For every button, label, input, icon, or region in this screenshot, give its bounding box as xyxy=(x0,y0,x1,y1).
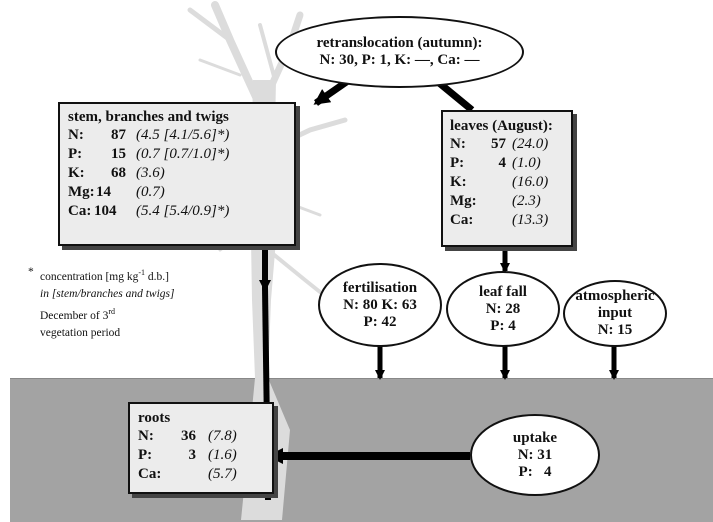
footnote-line-3: December of 3rd xyxy=(40,303,240,325)
roots-row: Ca: (5.7) xyxy=(138,465,272,484)
element-label: P: xyxy=(68,146,83,162)
amount: 14 xyxy=(96,184,111,200)
atmospheric-input-ellipse: atmospheric input N: 15 xyxy=(563,280,667,347)
stem-box: stem, branches and twigs N: 87 (4.5 [4.1/5… xyxy=(58,102,296,246)
amount: 36 xyxy=(181,428,196,444)
concentration: (7.8) xyxy=(208,428,237,444)
amount xyxy=(168,465,196,484)
atmospheric-line-1: N: 15 xyxy=(597,322,633,338)
leaf-fall-line-1: N: 28 xyxy=(485,300,521,317)
element-label: Mg: xyxy=(450,193,477,209)
concentration: (16.0) xyxy=(512,174,549,190)
stem-row: P: 15 (0.7 [0.7/1.0]*) xyxy=(68,145,294,164)
footnote-line-4: vegetation period xyxy=(40,326,121,339)
amount: 68 xyxy=(111,165,126,181)
concentration: (4.5 [4.1/5.6]*) xyxy=(136,127,230,143)
uptake-line-2: P: 4 xyxy=(518,463,552,480)
uptake-title: uptake xyxy=(512,429,558,446)
leaves-row: K: (16.0) xyxy=(450,173,571,192)
element-label: P: xyxy=(450,155,465,171)
leaves-row: P: 4 (1.0) xyxy=(450,154,571,173)
footnote-line-2: in [stem/branches and twigs] xyxy=(40,287,175,300)
footnote-superscript: rd xyxy=(108,306,115,316)
amount xyxy=(480,173,506,192)
concentration: (1.0) xyxy=(512,155,541,171)
element-label: Ca: xyxy=(450,212,474,228)
footnote-text: December of 3 xyxy=(40,309,109,322)
stem-row: K: 68 (3.6) xyxy=(68,164,294,183)
footnote-line-1: concentration [mg kg-1 d.b.] xyxy=(40,264,240,286)
concentration: (3.6) xyxy=(136,165,165,181)
element-label: N: xyxy=(68,127,84,143)
concentration: (24.0) xyxy=(512,136,549,152)
amount: 104 xyxy=(94,203,117,219)
stem-row: Mg:14 (0.7) xyxy=(68,183,294,202)
element-label: P: xyxy=(138,447,153,463)
roots-row: P: 3 (1.6) xyxy=(138,446,272,465)
amount xyxy=(480,192,506,211)
leaf-fall-title: leaf fall xyxy=(479,283,527,300)
footnote-superscript: -1 xyxy=(138,268,146,277)
footnote-text: concentration [mg kg xyxy=(40,270,139,283)
element-label: N: xyxy=(138,428,154,444)
fertilisation-ellipse: fertilisation N: 80 K: 63 P: 42 xyxy=(318,263,442,347)
retranslocation-values: N: 30, P: 1, K: —, Ca: — xyxy=(319,52,480,68)
concentration: (1.6) xyxy=(208,447,237,463)
stem-title: stem, branches and twigs xyxy=(68,109,229,125)
leaves-row: Mg: (2.3) xyxy=(450,192,571,211)
element-label: Mg: xyxy=(68,184,95,200)
leaves-title: leaves (August): xyxy=(450,118,553,134)
concentration: (2.3) xyxy=(512,193,541,209)
concentration: (0.7) xyxy=(136,184,165,200)
arrow-leaves-to-retranslocation xyxy=(435,79,475,113)
element-label: K: xyxy=(68,165,85,181)
fertilisation-line-1: N: 80 K: 63 xyxy=(343,296,417,313)
leaf-fall-line-2: P: 4 xyxy=(490,317,516,334)
uptake-line-1: N: 31 xyxy=(517,446,553,463)
roots-box: roots N: 36 (7.8) P: 3 (1.6) Ca: (5.7) xyxy=(128,402,274,494)
element-label: Ca: xyxy=(68,203,92,219)
stem-row: Ca:104 (5.4 [5.4/0.9]*) xyxy=(68,202,294,221)
amount xyxy=(480,211,506,230)
amount: 87 xyxy=(111,127,126,143)
atmospheric-title-2: input xyxy=(597,305,633,321)
amount: 3 xyxy=(188,447,197,463)
element-label: N: xyxy=(450,136,466,152)
concentration: (5.7) xyxy=(208,466,237,482)
element-label: K: xyxy=(450,174,467,190)
footnote-text: d.b.] xyxy=(145,270,169,283)
fertilisation-line-2: P: 42 xyxy=(363,313,397,330)
concentration: (5.4 [5.4/0.9]*) xyxy=(136,203,230,219)
leaf-fall-ellipse: leaf fall N: 28 P: 4 xyxy=(446,271,560,347)
leaves-row: N: 57 (24.0) xyxy=(450,135,571,154)
footnote-marker: * xyxy=(28,266,34,278)
retranslocation-ellipse: retranslocation (autumn): N: 30, P: 1, K… xyxy=(275,16,524,88)
stem-row: N: 87 (4.5 [4.1/5.6]*) xyxy=(68,126,294,145)
amount: 57 xyxy=(491,136,506,152)
element-label: Ca: xyxy=(138,466,162,482)
leaves-row: Ca: (13.3) xyxy=(450,211,571,230)
concentration: (0.7 [0.7/1.0]*) xyxy=(136,146,230,162)
atmospheric-title-1: atmospheric xyxy=(575,288,655,304)
amount: 4 xyxy=(498,155,507,171)
amount: 15 xyxy=(111,146,126,162)
uptake-ellipse: uptake N: 31 P: 4 xyxy=(470,414,600,496)
footnote: * concentration [mg kg-1 d.b.] in [stem/… xyxy=(28,264,240,342)
roots-title: roots xyxy=(138,410,171,426)
roots-row: N: 36 (7.8) xyxy=(138,427,272,446)
fertilisation-title: fertilisation xyxy=(342,279,418,296)
concentration: (13.3) xyxy=(512,212,549,228)
retranslocation-title: retranslocation (autumn): xyxy=(316,35,483,51)
leaves-box: leaves (August): N: 57 (24.0) P: 4 (1.0) K: (… xyxy=(441,110,573,247)
